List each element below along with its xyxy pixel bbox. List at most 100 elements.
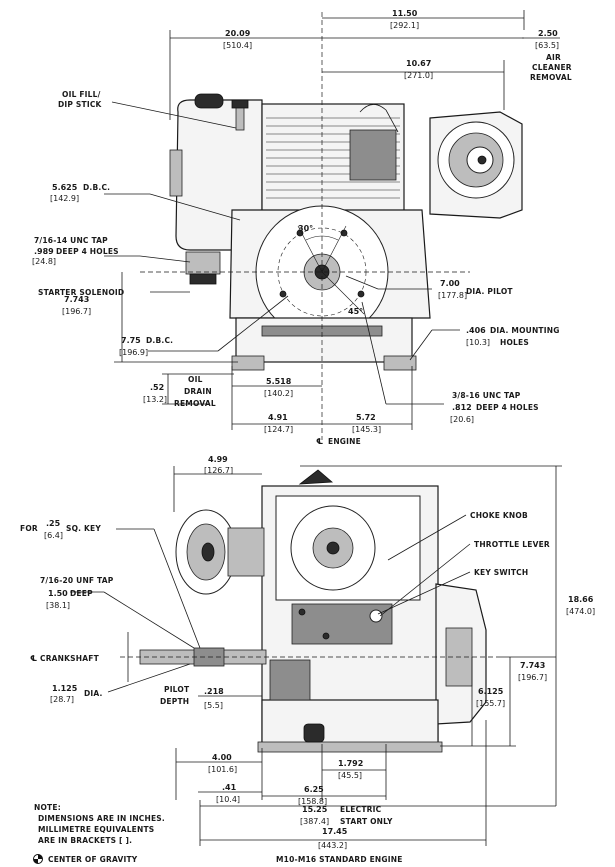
dim-218-mm: [5.5] [204,701,223,710]
drawing-caption: M10-M16 STANDARD ENGINE [276,855,403,864]
dim-17-45: 17.45 [322,827,348,836]
dim-4-99: 4.99 [208,455,228,464]
bolt-holes [279,229,365,298]
mounting-label-2: HOLES [500,338,529,347]
dim-812: .812 [452,403,472,412]
dim-989: .989 [34,247,54,256]
choke-knob-label: CHOKE KNOB [470,511,528,520]
oil-fill-label-2: DIP STICK [58,100,103,109]
dbc-label-2: D.B.C. [146,336,173,345]
dim-1-50: 1.50 [48,589,68,598]
air-label-2: CLEANER [532,63,572,72]
unf-tap-label: 7/16-20 UNF TAP [40,576,114,585]
pilot-depth-label-1: PILOT [164,685,190,694]
note-line-2: MILLIMETRE EQUIVALENTS [38,825,154,834]
for-key-label-pre: FOR [20,524,38,533]
throttle-lever-label: THROTTLE LEVER [474,540,550,549]
top-dimension-text: 11.50 [292.1] 20.09 [510.4] 2.50 [63.5] … [32,9,572,446]
centerline-symbol-engine: ℄ [316,437,323,446]
for-key-label-post: SQ. KEY [66,524,101,533]
top-dimension-lines [104,10,560,430]
dim-52-mm: [13.2] [143,395,167,404]
dim-7-743-side: 7.743 [520,661,545,670]
dim-7-743-mm: [196.7] [62,307,91,316]
dim-10-67-mm: [271.0] [404,71,433,80]
dim-218: .218 [204,687,224,696]
dim-25-mm: [6.4] [44,531,63,540]
dim-1-125-mm: [28.7] [50,695,74,704]
dim-4-00-mm: [101.6] [208,765,237,774]
dim-11-50: 11.50 [392,9,418,18]
side-engine-illustration [139,469,487,753]
dim-5-72: 5.72 [356,413,376,422]
dim-406: .406 [466,326,486,335]
angle-30: 30° [298,224,313,233]
dim-11-50-mm: [292.1] [390,21,419,30]
deep-label: DEEP [70,589,93,598]
dim-41-mm: [10.4] [216,795,240,804]
oil-drain-label-2: DRAIN [184,387,212,396]
dim-52: .52 [150,383,164,392]
dim-812-mm: [20.6] [450,415,474,424]
dim-1-792-mm: [45.5] [338,771,362,780]
dim-989-mm: [24.8] [32,257,56,266]
dim-7-743: 7.743 [64,295,89,304]
oil-drain-label-3: REMOVAL [174,399,216,408]
air-label-1: AIR [546,53,561,62]
center-of-gravity-label: CENTER OF GRAVITY [48,855,138,864]
dim-5-625: 5.625 [52,183,78,192]
dim-2-50: 2.50 [538,29,558,38]
start-only-label: START ONLY [340,817,393,826]
dim-7-00: 7.00 [440,279,460,288]
pilot-depth-label-2: DEPTH [160,697,189,706]
dim-5-625-mm: [142.9] [50,194,79,203]
dim-1-125: 1.125 [52,684,78,693]
dim-6-25: 6.25 [304,785,324,794]
dim-4-91: 4.91 [268,413,288,422]
key-switch-label: KEY SWITCH [474,568,528,577]
side-dimension-lines [70,465,562,846]
dim-7-743-side-mm: [196.7] [518,673,547,682]
unc-tap-1-label: 7/16-14 UNC TAP [34,236,108,245]
dim-6-25-mm: [158.8] [298,797,327,806]
unc-tap-2-label: 3/8-16 UNC TAP [452,391,521,400]
dim-7-75-mm: [196.9] [119,348,148,357]
dim-5-518-mm: [140.2] [264,389,293,398]
dim-17-45-mm: [443.2] [318,841,347,850]
note-title: NOTE: [34,803,61,812]
centerline-symbol-crankshaft: ℄ [30,654,37,663]
electric-label: ELECTRIC [340,805,382,814]
deep-holes-2-label: DEEP 4 HOLES [476,403,539,412]
dim-10-67: 10.67 [406,59,431,68]
dim-5-518: 5.518 [266,377,292,386]
air-label-3: REMOVAL [530,73,572,82]
dim-18-66: 18.66 [568,595,594,604]
dim-25: .25 [46,519,61,528]
dia-label: DIA. [84,689,103,698]
dim-5-72-mm: [145.3] [352,425,381,434]
cl-engine-label: ENGINE [328,437,361,446]
dim-406-mm: [10.3] [466,338,490,347]
dim-6-125: 6.125 [478,687,504,696]
dim-1-792: 1.792 [338,759,363,768]
dim-4-91-mm: [124.7] [264,425,293,434]
note-line-3: ARE IN BRACKETS [ ]. [38,836,132,845]
oil-fill-label-1: OIL FILL/ [62,90,101,99]
note-line-1: DIMENSIONS ARE IN INCHES. [38,814,165,823]
dim-4-99-mm: [126.7] [204,466,233,475]
top-engine-illustration [169,93,523,371]
center-of-gravity-icon [33,854,43,864]
dim-41: .41 [222,783,237,792]
dim-4-00: 4.00 [212,753,232,762]
dia-pilot-label: DIA. PILOT [466,287,513,296]
dim-2-50-mm: [63.5] [535,41,559,50]
dim-15-25: 15.25 [302,805,328,814]
center-of-gravity-legend: CENTER OF GRAVITY [33,854,138,864]
dim-6-125-mm: [155.7] [476,699,505,708]
dim-20-09: 20.09 [225,29,251,38]
oil-drain-label-1: OIL [188,375,203,384]
side-dimension-text: 4.99 [126.7] CHOKE KNOB THROTTLE LEVER K… [20,455,595,850]
note-block: NOTE: DIMENSIONS ARE IN INCHES. MILLIMET… [34,803,165,845]
dim-15-25-mm: [387.4] [300,817,329,826]
